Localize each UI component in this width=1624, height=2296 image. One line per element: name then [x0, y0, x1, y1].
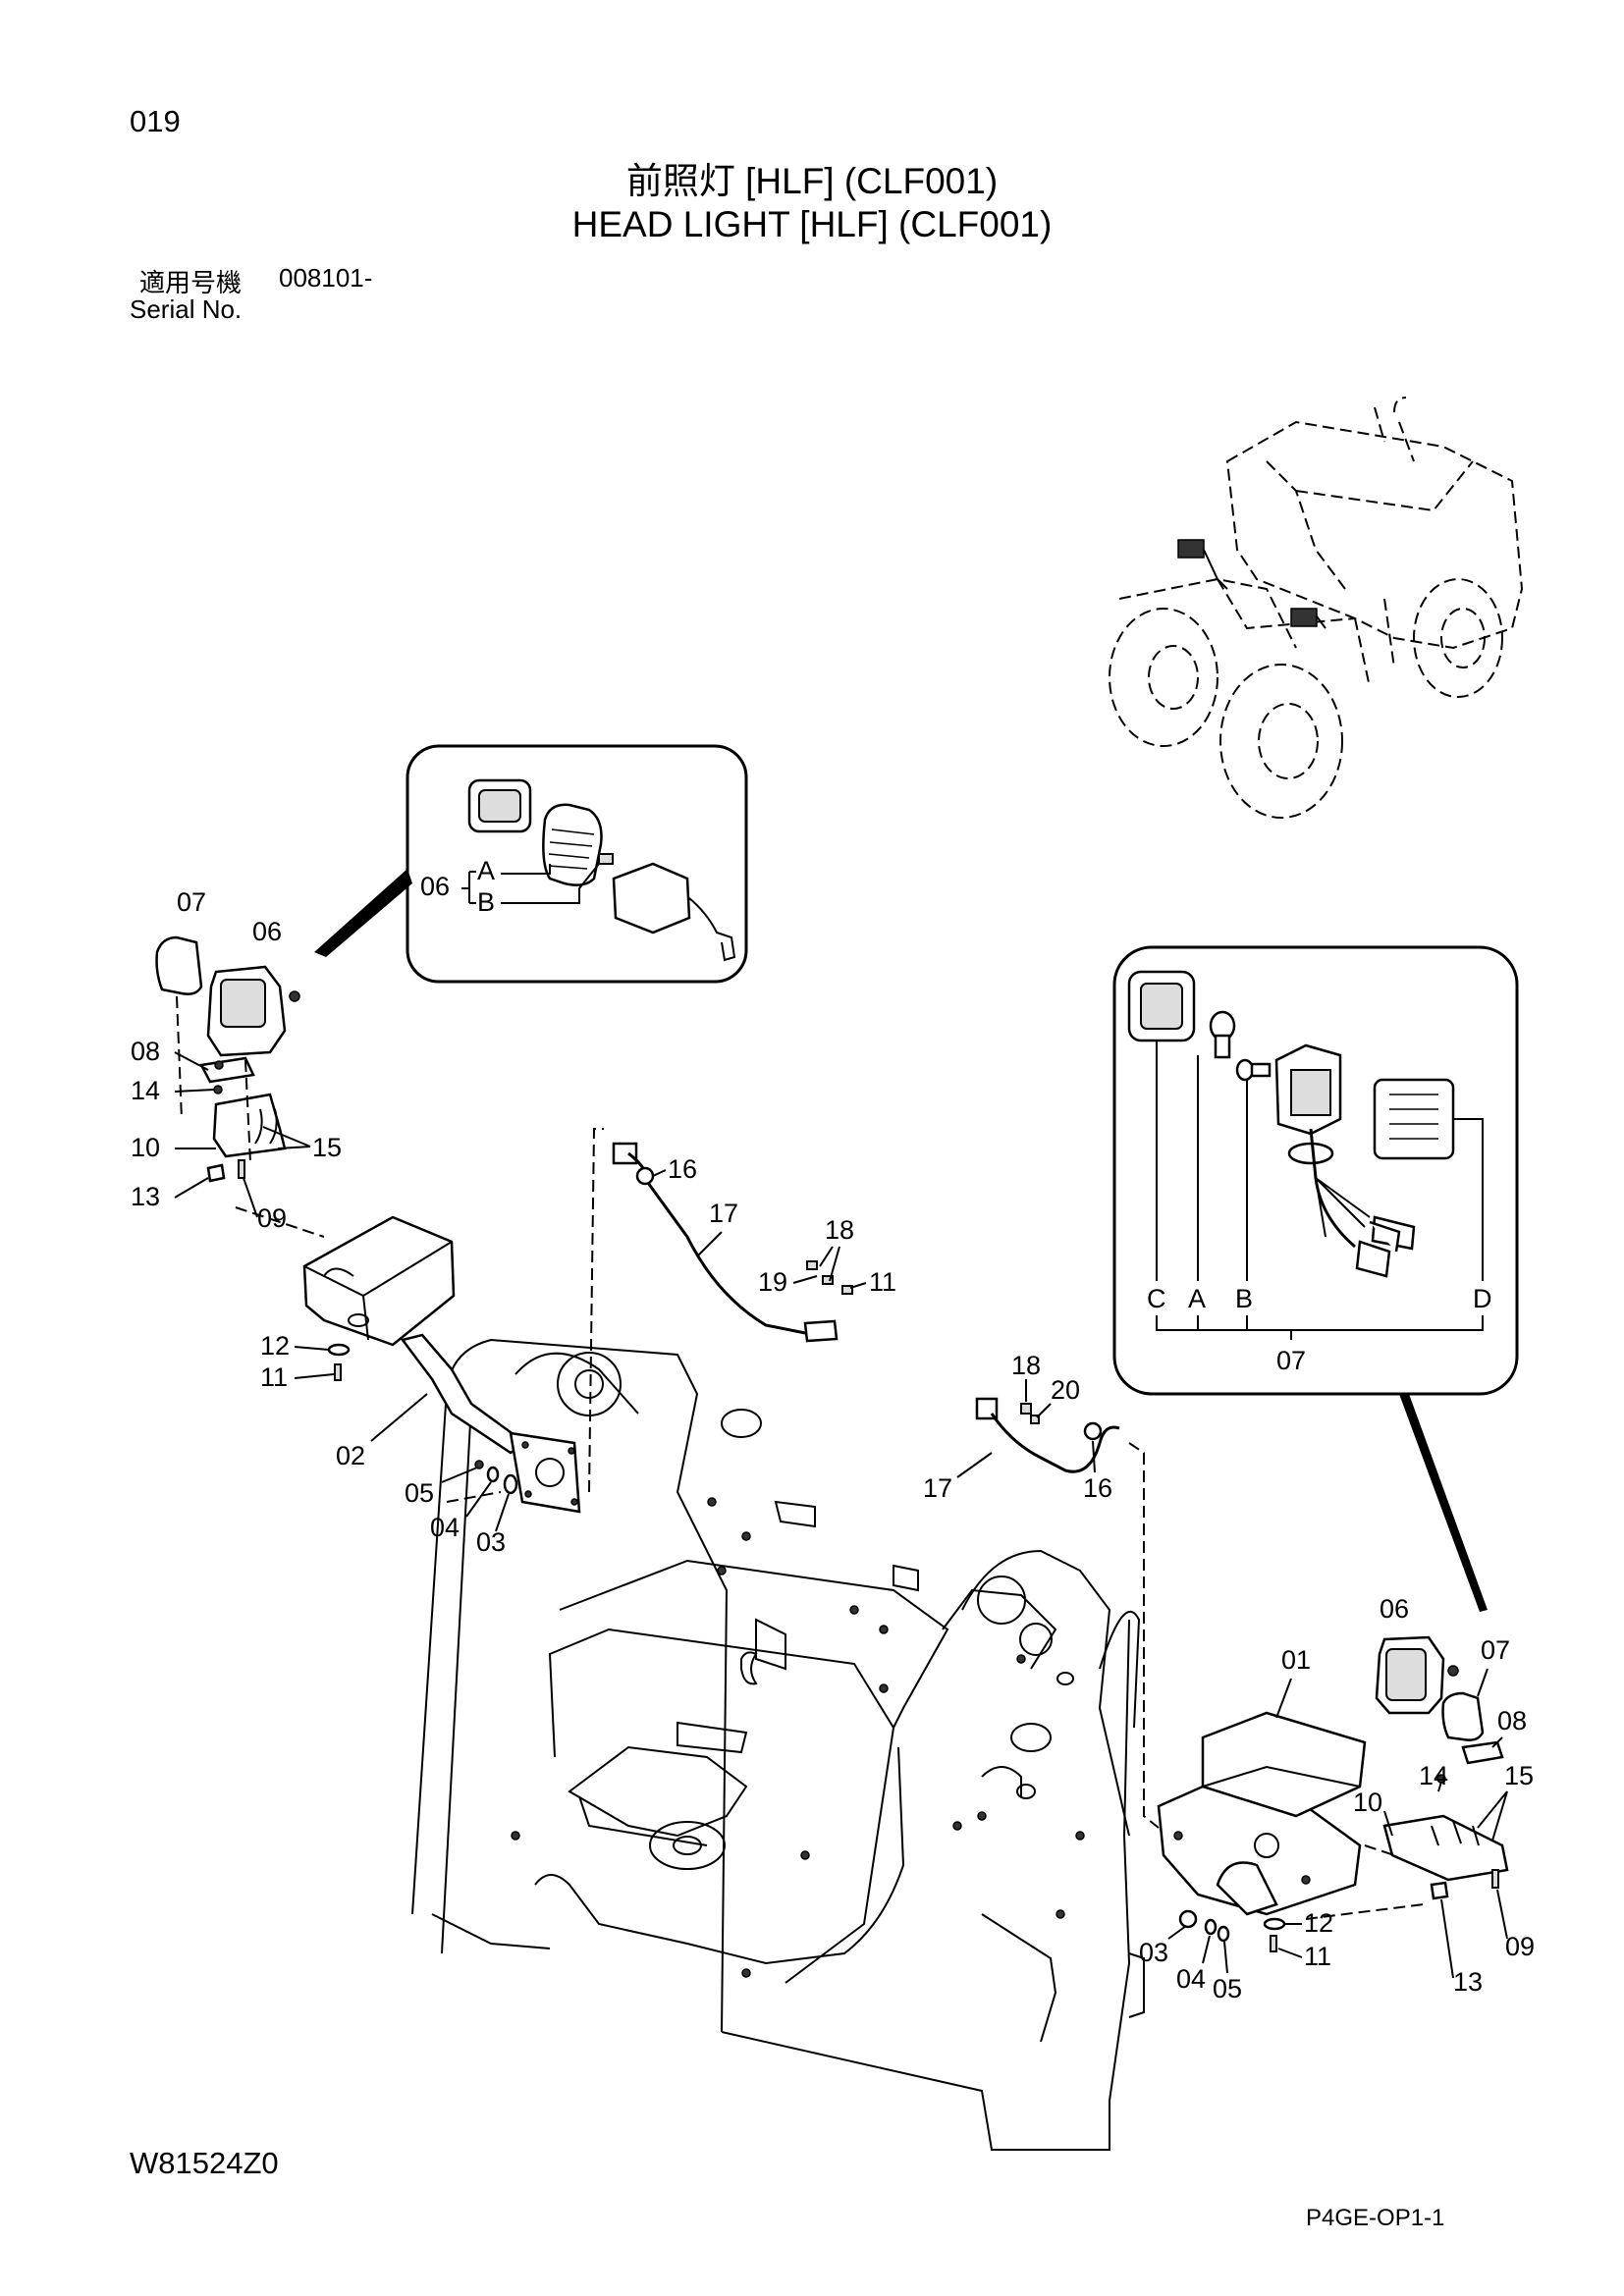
callout-03-left: 03: [476, 1527, 506, 1557]
callout-09-right: 09: [1505, 1932, 1535, 1961]
callout-04-left: 04: [430, 1513, 460, 1542]
callout-15-left: 15: [312, 1133, 342, 1162]
callout-08-right: 08: [1497, 1706, 1527, 1735]
callout-04-right: 04: [1176, 1964, 1206, 1994]
callout-11-harness: 11: [869, 1267, 896, 1297]
callout-08-left: 08: [131, 1037, 160, 1066]
callout-16-left: 16: [668, 1154, 697, 1184]
callouts-left: 07 06 08 14 10 15 13 09 12 11 02 05 04 0…: [131, 887, 510, 1557]
left-wire-harness: [612, 1142, 853, 1343]
callout-01: 01: [1281, 1645, 1311, 1675]
callout-14-left: 14: [131, 1076, 160, 1105]
right-lamp-assembly: [1157, 1635, 1509, 1952]
callout-06-left: 06: [252, 917, 282, 946]
inset-lamp-07: C A B D 07: [1112, 945, 1519, 1612]
inset-left-sub-b: B: [477, 887, 495, 917]
callout-17-right: 17: [923, 1473, 952, 1503]
callout-12-right: 12: [1304, 1908, 1333, 1938]
callout-20: 20: [1051, 1375, 1080, 1405]
callout-07-right: 07: [1481, 1635, 1510, 1665]
right-wire-harness: [975, 1397, 1160, 1829]
callout-05-left: 05: [405, 1478, 434, 1508]
callout-07-left: 07: [177, 887, 206, 917]
callout-09-left: 09: [257, 1203, 287, 1233]
callout-13-right: 13: [1453, 1967, 1483, 1997]
callout-16-right: 16: [1083, 1473, 1112, 1503]
callout-05-right: 05: [1213, 1974, 1242, 2003]
front-frame-illustration: [411, 1338, 1145, 2151]
drawing-code: W81524Z0: [130, 2146, 279, 2180]
inset-headlamp-06: 06 A B: [314, 744, 748, 984]
left-lamp-assembly: [155, 935, 604, 1514]
callout-10-left: 10: [131, 1133, 160, 1162]
inset-left-ref: 06: [420, 872, 450, 901]
callout-06-right: 06: [1380, 1594, 1409, 1624]
page-number: 019: [130, 104, 181, 138]
callouts-right-harness: 18 20 17 16: [923, 1351, 1112, 1503]
callout-10-right: 10: [1353, 1788, 1382, 1817]
sheet-code: P4GE-OP1-1: [1306, 2205, 1445, 2231]
inset-right-sub-c: C: [1147, 1284, 1166, 1313]
callout-14-right: 14: [1419, 1761, 1448, 1790]
serial-number: 008101-: [279, 263, 373, 293]
callout-02: 02: [336, 1441, 365, 1470]
callout-11-right: 11: [1304, 1942, 1331, 1971]
callouts-left-harness: 16 17 18 19 11: [652, 1154, 896, 1297]
inset-right-ref: 07: [1276, 1346, 1306, 1375]
callouts-right: 06 07 01 08 14 15 10 12 11 03 04 05 13 0…: [1139, 1594, 1535, 2003]
inset-right-sub-a: A: [1188, 1284, 1206, 1313]
callout-17-left: 17: [709, 1199, 738, 1228]
inset-right-sub-b: B: [1235, 1284, 1253, 1313]
machine-overview-illustration: [1109, 397, 1524, 819]
title-english: HEAD LIGHT [HLF] (CLF001): [571, 204, 1053, 244]
serial-label-japanese: 適用号機: [139, 268, 243, 297]
callout-13-left: 13: [131, 1182, 160, 1211]
callout-18-left: 18: [825, 1215, 854, 1245]
callout-11-left: 11: [260, 1362, 288, 1392]
callout-15-right: 15: [1504, 1761, 1534, 1790]
callout-18-right: 18: [1011, 1351, 1041, 1380]
callout-12-left: 12: [260, 1331, 290, 1361]
title-japanese: 前照灯 [HLF] (CLF001): [625, 161, 999, 201]
inset-left-sub-a: A: [477, 856, 495, 885]
frame-detail-dots: [511, 1497, 1085, 1978]
inset-right-sub-d: D: [1473, 1284, 1492, 1313]
serial-label-english: Serial No.: [130, 294, 243, 324]
callout-03-right: 03: [1139, 1938, 1168, 1967]
callout-19-left: 19: [758, 1267, 787, 1297]
